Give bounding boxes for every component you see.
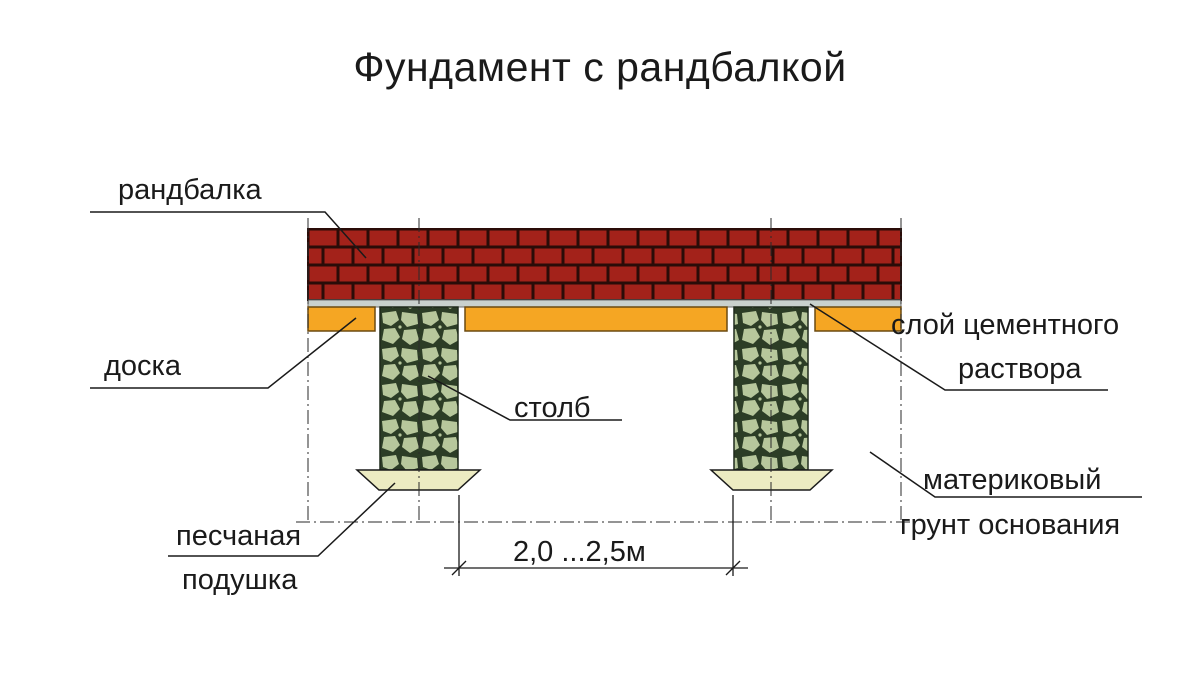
label-randbalka: рандбалка <box>118 174 262 206</box>
label-cement-line2: раствора <box>958 353 1082 385</box>
leader-sand <box>168 482 396 557</box>
label-grunt-line2: грунт основания <box>900 509 1121 541</box>
dimension-label: 2,0 ...2,5м <box>513 536 646 568</box>
leader-doska <box>90 317 357 389</box>
label-sand-line1: песчаная <box>176 520 302 552</box>
leader-lines <box>90 211 1142 557</box>
label-cement-line1: слой цементного <box>891 309 1120 341</box>
sand-pad-left <box>355 469 482 491</box>
reference-lines <box>296 218 912 523</box>
leader-cement <box>809 303 1108 391</box>
leader-randbalka <box>90 211 367 259</box>
leader-grunt <box>869 451 1142 498</box>
dimension-tick <box>725 560 741 576</box>
label-sand-line2: подушка <box>182 564 298 596</box>
dimension-tick <box>451 560 467 576</box>
dimension-line <box>444 495 748 576</box>
board-left <box>307 306 376 332</box>
label-grunt-line1: материковый <box>923 464 1102 496</box>
label-stolb: столб <box>514 392 591 424</box>
board-right <box>814 306 902 332</box>
grade-beam <box>307 228 902 301</box>
sand-pad-right <box>709 469 834 491</box>
leader-stolb <box>427 375 622 421</box>
diagram-title: Фундамент с рандбалкой <box>353 44 847 90</box>
label-doska: доска <box>104 350 182 382</box>
board-middle <box>464 306 728 332</box>
